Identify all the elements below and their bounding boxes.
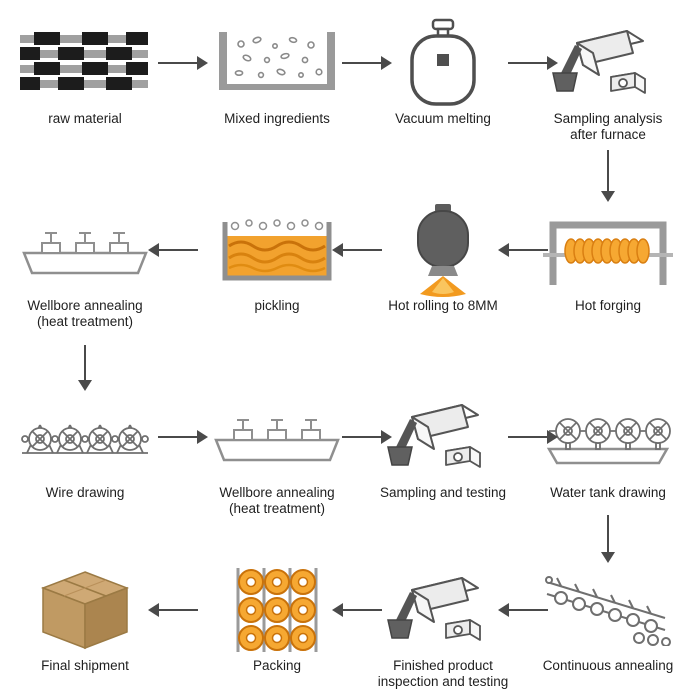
final-shipment-icon [0,565,170,655]
step-label: Final shipment [41,658,129,673]
step-label: Hot rolling to 8MM [388,298,498,313]
step-wellbore-annealing-1: Wellbore annealing (heat treatment) [0,205,170,330]
raw-material-icon [0,18,170,108]
step-label: raw material [48,111,122,126]
step-label: pickling [254,298,300,313]
wellbore-annealing-icon [0,205,170,295]
arrow-left-3 [158,249,198,251]
arrow-down-3 [607,515,609,553]
step-vacuum-melting: Vacuum melting [358,18,528,127]
step-label: Wellbore annealing (heat treatment) [27,298,143,329]
step-label: Sampling and testing [379,485,507,500]
arrow-right-6 [508,436,548,438]
arrow-right-2 [342,62,382,64]
step-label: Continuous annealing [542,658,674,673]
step-water-tank-drawing: Water tank drawing [523,392,693,501]
step-label: Wellbore annealing (heat treatment) [219,485,335,516]
step-final-shipment: Final shipment [0,565,170,674]
arrow-right-4 [158,436,198,438]
step-finished-product-inspection: Finished product inspection and testing [358,565,528,690]
sampling-pour-icon [523,18,693,108]
arrow-right-3 [508,62,548,64]
arrow-right-1 [158,62,198,64]
step-pickling: pickling [192,205,362,314]
sampling-pour-icon [358,565,528,655]
step-label: Water tank drawing [550,485,666,500]
step-hot-forging: Hot forging [523,205,693,314]
step-label: Mixed ingredients [224,111,330,126]
step-continuous-annealing: Continuous annealing [523,565,693,674]
arrow-right-5 [342,436,382,438]
arrow-left-6 [158,609,198,611]
arrow-left-2 [342,249,382,251]
step-label: Vacuum melting [395,111,491,126]
mixed-ingredients-icon [192,18,362,108]
step-hot-rolling: Hot rolling to 8MM [358,204,528,314]
arrow-down-2 [84,345,86,381]
arrow-left-1 [508,249,548,251]
pickling-tank-icon [192,205,362,295]
hot-forging-icon [523,205,693,295]
arrow-left-4 [508,609,548,611]
wire-drawing-icon [0,392,170,482]
step-label: Wire drawing [45,485,125,500]
arrow-left-5 [342,609,382,611]
step-label: Packing [252,658,302,673]
arrow-down-1 [607,150,609,192]
step-label: Sampling analysis after furnace [553,111,663,142]
step-label: Hot forging [574,298,642,313]
water-tank-drawing-icon [523,392,693,482]
step-sampling-analysis: Sampling analysis after furnace [523,18,693,143]
step-packing: Packing [192,565,362,674]
continuous-annealing-icon [523,565,693,655]
hot-rolling-icon [358,204,528,297]
sampling-pour-icon [358,392,528,482]
step-sampling-and-testing: Sampling and testing [358,392,528,501]
packing-icon [192,565,362,655]
step-mixed-ingredients: Mixed ingredients [192,18,362,127]
step-wellbore-annealing-2: Wellbore annealing (heat treatment) [192,392,362,517]
step-label: Finished product inspection and testing [377,658,509,689]
vacuum-melting-icon [358,18,528,108]
step-wire-drawing: Wire drawing [0,392,170,501]
wellbore-annealing-icon [192,392,362,482]
step-raw-material: raw material [0,18,170,127]
